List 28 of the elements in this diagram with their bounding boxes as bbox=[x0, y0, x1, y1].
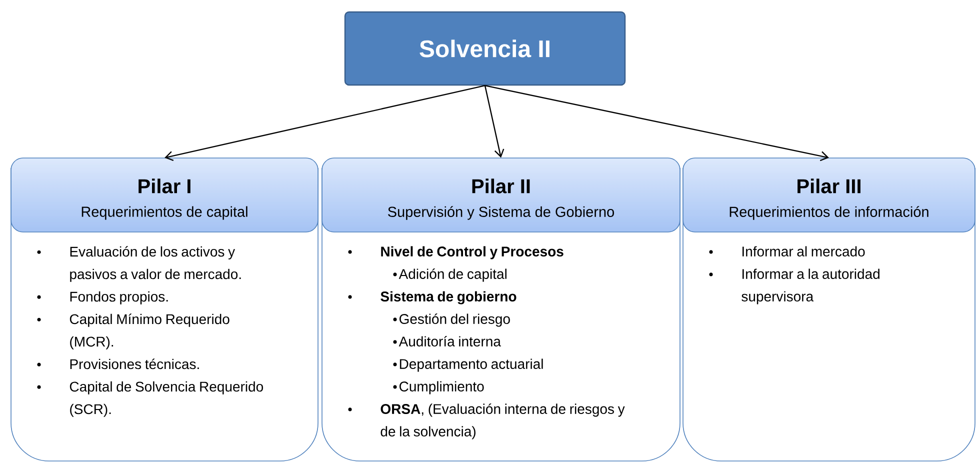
list-item: Nivel de Control y Procesos bbox=[381, 246, 564, 260]
pillar-panel bbox=[10, 158, 318, 462]
title-box: Solvencia II bbox=[344, 11, 626, 86]
list-item: Sistema de gobierno bbox=[380, 291, 516, 304]
arrow bbox=[164, 85, 486, 161]
list-item: Gestión del riesgo bbox=[400, 314, 510, 327]
pillar-title: Pilar III bbox=[798, 178, 860, 194]
pillar-title: Pilar II bbox=[472, 178, 530, 194]
list-item: Capital de Solvencia Requerido (SCR). bbox=[70, 381, 264, 417]
pillar-panel bbox=[322, 158, 680, 462]
list-item: Adición de capital bbox=[398, 268, 506, 282]
arrow bbox=[484, 85, 829, 162]
list-item: Evaluación de los activos y pasivos a valor de mercado. bbox=[70, 246, 241, 282]
list-item: Departamento actuarial bbox=[400, 358, 543, 372]
list-item: Capital Mínimo Requerido (MCR). bbox=[70, 314, 230, 350]
arrow bbox=[484, 85, 504, 158]
list-item: Informar a la autoridad supervisora bbox=[742, 268, 880, 304]
pillar-subtitle: Supervisión y Sistema de Gobierno bbox=[388, 206, 614, 220]
list-item: ORSA, (Evaluación interna de riesgos y de la solvencia) bbox=[380, 404, 625, 440]
pillar-panel bbox=[682, 158, 976, 462]
list-item: Cumplimiento bbox=[400, 381, 484, 394]
list-item: Informar al mercado bbox=[742, 246, 865, 256]
list-item: Fondos propios. bbox=[70, 291, 168, 304]
pillar-title: Pilar I bbox=[138, 178, 190, 194]
pillar-subtitle: Requerimientos de capital bbox=[82, 206, 248, 220]
pillar-subtitle: Requerimientos de información bbox=[730, 206, 928, 220]
list-item: Provisiones técnicas. bbox=[70, 358, 199, 370]
list-item: Auditoría interna bbox=[398, 336, 501, 346]
